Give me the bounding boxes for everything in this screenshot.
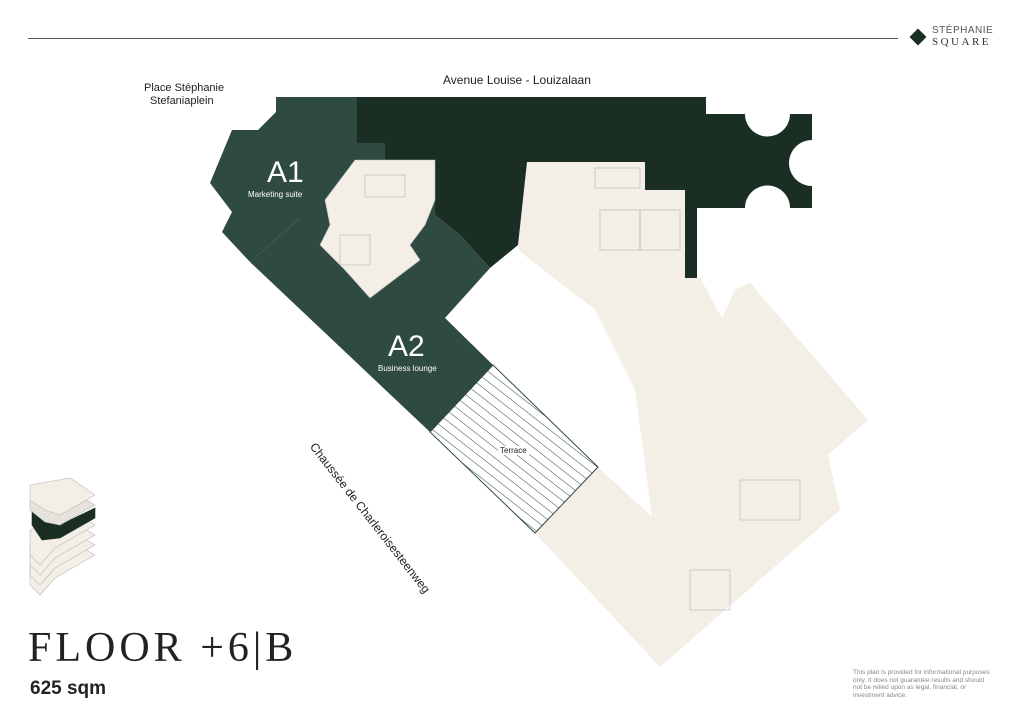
- core-rooms: [319, 159, 436, 299]
- disclaimer: This plan is provided for informational …: [853, 669, 990, 699]
- unit-a1-label: Marketing suite: [248, 190, 303, 199]
- floor-area: 625 sqm: [30, 678, 107, 699]
- floor-stack-icon: [29, 477, 96, 596]
- street-place-nl: Stefaniaplein: [150, 95, 214, 107]
- unit-a2-id: A2: [388, 330, 425, 363]
- street-avenue: Avenue Louise - Louizalaan: [443, 73, 591, 87]
- unit-a1-id: A1: [267, 156, 304, 189]
- street-place-fr: Place Stéphanie: [144, 82, 225, 94]
- terrace-label: Terrace: [498, 446, 529, 455]
- unit-a1[interactable]: [210, 97, 385, 262]
- floor-title: FLOOR +6|B: [28, 625, 298, 671]
- core-room-lines: [339, 167, 801, 611]
- logo-line2: SQUARE: [932, 36, 992, 48]
- header-rule: [28, 38, 898, 39]
- logo: STÉPHANIE SQUARE: [909, 25, 994, 48]
- unit-a2-label: Business lounge: [378, 364, 437, 373]
- courtyard: [445, 250, 652, 517]
- logo-line1: STÉPHANIE: [932, 25, 994, 36]
- building-common-area: [518, 162, 868, 667]
- occupied-area-dark: [357, 97, 812, 278]
